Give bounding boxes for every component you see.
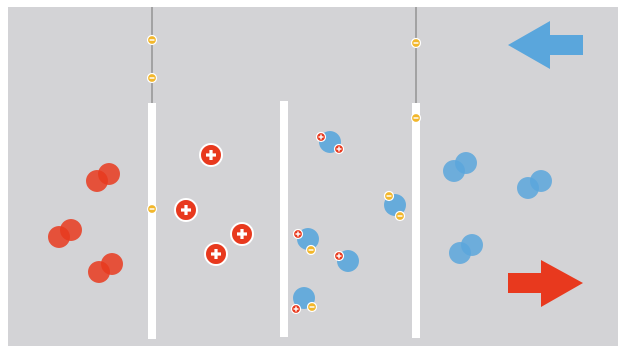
positive-ion-large: [175, 199, 197, 221]
negative-ion: [385, 192, 394, 201]
minus-icon: [150, 208, 155, 209]
positive-ion: [317, 133, 326, 142]
positive-ion: [294, 230, 303, 239]
positive-ion: [335, 145, 344, 154]
negative-ion: [412, 39, 421, 48]
negative-ion: [308, 303, 317, 312]
positive-ion-large: [205, 243, 227, 265]
negative-ion: [412, 114, 421, 123]
positive-ion-large: [200, 144, 222, 166]
minus-icon: [150, 77, 155, 78]
minus-icon: [387, 195, 392, 196]
negative-ion: [307, 246, 316, 255]
minus-icon: [414, 42, 419, 43]
positive-ion: [292, 305, 301, 314]
negative-ion: [148, 74, 157, 83]
barrier-wall: [280, 101, 288, 337]
barrier-wall: [148, 103, 156, 339]
barrier-wall: [412, 103, 420, 338]
negative-ion: [148, 36, 157, 45]
minus-icon: [309, 249, 314, 250]
minus-icon: [398, 215, 403, 216]
minus-icon: [150, 39, 155, 40]
negative-ion: [396, 212, 405, 221]
negative-ion: [148, 205, 157, 214]
minus-icon: [310, 306, 315, 307]
minus-icon: [414, 117, 419, 118]
positive-ion: [335, 252, 344, 261]
positive-ion-large: [231, 223, 253, 245]
